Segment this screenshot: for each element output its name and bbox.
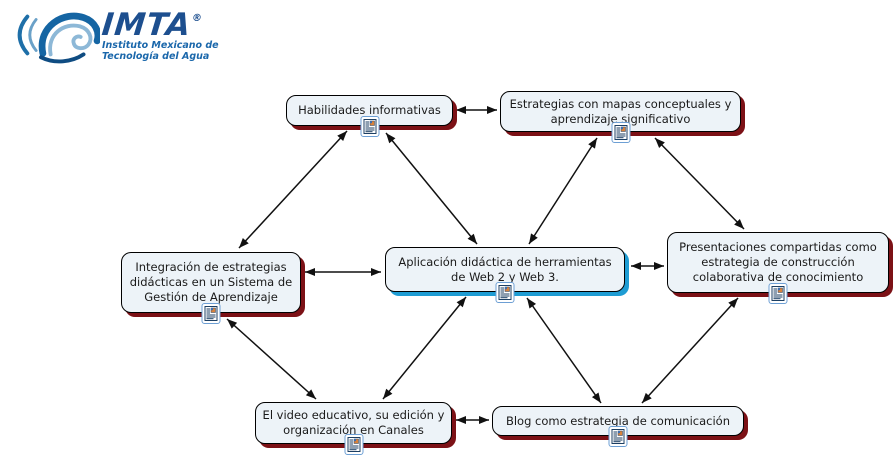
imta-logo: IMTA® Instituto Mexicano de Tecnología d…: [8, 4, 219, 66]
connection-integracion_sga--video_educativo[interactable]: [226, 318, 317, 400]
arrowhead: [642, 392, 652, 403]
arrowhead: [337, 131, 347, 142]
arrowhead: [305, 268, 315, 276]
concept-node-habilidades[interactable]: Habilidades informativas: [286, 95, 453, 137]
arrowhead: [529, 233, 538, 244]
node-label: Integración de estrategias didácticas en…: [129, 260, 293, 304]
arrowhead: [479, 416, 489, 424]
connection-habilidades--aplicacion_web[interactable]: [385, 132, 478, 245]
arrowhead: [227, 319, 238, 329]
document-image-icon: [204, 306, 218, 321]
imta-swirl-icon: [17, 12, 100, 64]
concept-node-estrategias-mapas[interactable]: Estrategias con mapas conceptuales y apr…: [500, 91, 741, 143]
connection-habilidades--integracion_sga[interactable]: [238, 130, 348, 249]
arrowhead: [734, 219, 744, 229]
concept-node-presentaciones[interactable]: Presentaciones compartidas como estrateg…: [667, 232, 889, 304]
imta-tagline-line1: Instituto Mexicano de: [102, 40, 219, 51]
resource-link-icon[interactable]: [768, 283, 788, 304]
arrowhead: [588, 138, 597, 149]
arrowhead: [527, 298, 537, 309]
arrowhead: [728, 298, 738, 309]
node-label: Blog como estrategia de comunicación: [505, 413, 731, 428]
resource-link-icon[interactable]: [495, 282, 515, 303]
document-image-icon: [347, 437, 360, 452]
node-label: Habilidades informativas: [298, 103, 441, 118]
resource-link-icon[interactable]: [344, 434, 363, 455]
node-label: Aplicación didáctica de herramientas de …: [398, 254, 612, 284]
connection-estrategias_mapas--presentaciones[interactable]: [654, 137, 745, 230]
arrowhead: [386, 133, 396, 144]
node-label: Estrategias con mapas conceptuales y apr…: [509, 96, 732, 126]
node-label: Presentaciones compartidas como estrateg…: [679, 240, 877, 284]
concept-node-integracion-sga[interactable]: Integración de estrategias didácticas en…: [121, 252, 301, 324]
concept-node-blog[interactable]: Blog como estrategia de comunicación: [492, 406, 744, 447]
concept-node-aplicacion-web[interactable]: Aplicación didáctica de herramientas de …: [385, 247, 625, 303]
arrowhead: [456, 106, 466, 114]
connection-integracion_sga--aplicacion_web[interactable]: [305, 268, 381, 276]
connection-aplicacion_web--video_educativo[interactable]: [382, 296, 467, 400]
connection-aplicacion_web--blog[interactable]: [526, 297, 602, 404]
resource-link-icon[interactable]: [360, 116, 379, 137]
document-image-icon: [498, 285, 512, 300]
connection-estrategias_mapas--aplicacion_web[interactable]: [528, 137, 598, 245]
arrowhead: [655, 138, 665, 148]
connection-video_educativo--blog[interactable]: [456, 416, 489, 424]
arrowhead: [654, 262, 664, 270]
connection-presentaciones--blog[interactable]: [641, 297, 739, 404]
arrowhead: [631, 262, 641, 270]
arrowhead: [591, 392, 601, 403]
document-image-icon: [614, 125, 627, 140]
concept-node-video-educativo[interactable]: El video educativo, su edición y organiz…: [255, 402, 452, 455]
imta-tagline-line2: Tecnología del Agua: [102, 50, 210, 62]
arrowhead: [456, 297, 466, 308]
connection-habilidades--estrategias_mapas[interactable]: [456, 106, 497, 114]
arrowhead: [467, 233, 477, 244]
arrowhead: [239, 237, 249, 248]
resource-link-icon[interactable]: [611, 122, 630, 143]
document-image-icon: [611, 429, 625, 444]
arrowhead: [371, 268, 381, 276]
connection-aplicacion_web--presentaciones[interactable]: [631, 262, 664, 270]
resource-link-icon[interactable]: [608, 426, 628, 447]
node-label: El video educativo, su edición y organiz…: [262, 408, 445, 437]
arrowhead: [383, 388, 393, 399]
arrowhead: [487, 106, 497, 114]
arrowhead: [305, 389, 316, 399]
document-image-icon: [771, 286, 785, 301]
document-image-icon: [363, 119, 376, 134]
resource-link-icon[interactable]: [201, 303, 221, 324]
arrowhead: [456, 416, 466, 424]
